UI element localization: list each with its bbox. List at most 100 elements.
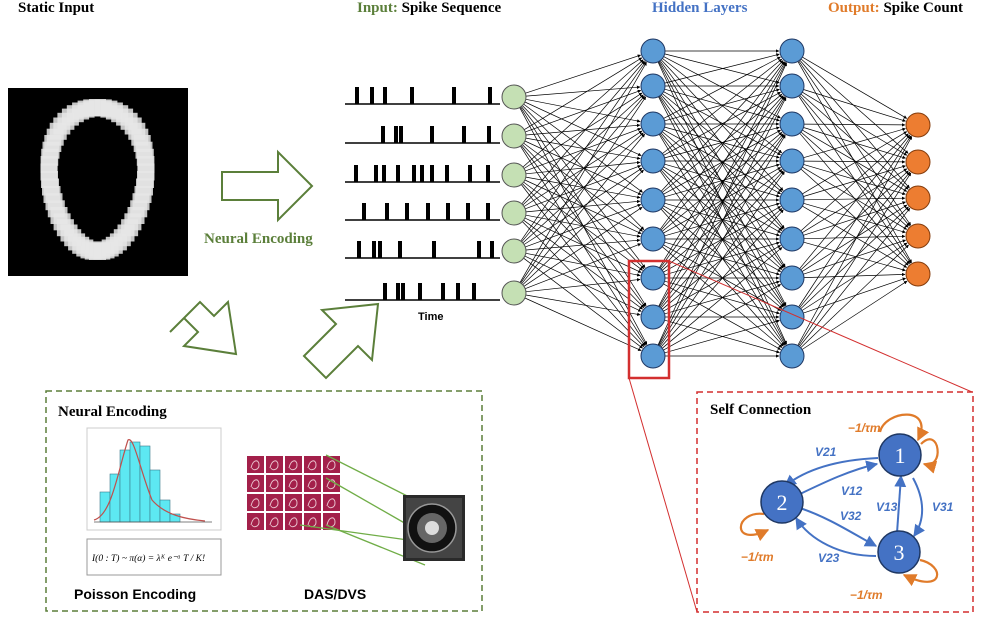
synapse	[803, 277, 907, 314]
spike	[430, 126, 434, 143]
spike	[357, 241, 361, 258]
synapse	[525, 243, 642, 290]
synapse	[802, 205, 908, 268]
synapse	[660, 95, 784, 231]
output-neuron	[905, 261, 931, 287]
synapse	[663, 284, 782, 351]
input-neuron	[501, 123, 527, 149]
input-neuron	[501, 162, 527, 188]
highlight-connector-left	[628, 377, 698, 613]
spike	[426, 203, 430, 220]
input-neuron	[501, 238, 527, 264]
weight-v13: V13	[876, 500, 898, 514]
self-node-2: 2	[760, 480, 804, 524]
dvs-sample-tile	[247, 513, 264, 530]
synapse	[797, 136, 913, 346]
synapse	[658, 134, 786, 346]
hidden-neuron-l2	[779, 111, 805, 137]
dvs-sample-glyph	[250, 498, 260, 509]
spike	[382, 165, 386, 182]
synapse	[802, 131, 908, 195]
output-header-rest: Spike Count	[879, 0, 964, 16]
spike	[490, 241, 494, 258]
dvs-sample-tile	[247, 456, 264, 473]
synapse	[662, 58, 783, 154]
spike	[486, 165, 490, 182]
self-node-3: 3	[877, 530, 921, 574]
synapse	[525, 294, 641, 316]
synapse	[803, 241, 906, 272]
synapse	[803, 123, 906, 127]
spike	[488, 87, 492, 104]
synapse	[803, 234, 906, 240]
hidden-neuron-l2	[779, 73, 805, 99]
dvs-sample-glyph	[269, 498, 279, 509]
synapse	[659, 61, 785, 230]
input-neuron	[501, 84, 527, 110]
self-node-1-label: 1	[895, 443, 906, 468]
hidden-neuron-l1	[640, 226, 666, 252]
dvs-sample-tile	[285, 494, 302, 511]
dvs-sample-glyph	[307, 460, 317, 471]
synapse	[524, 57, 643, 130]
poisson-formula-box: I(0 : T) ~ π(α) = λᴷ e⁻ᵅ T / K!	[86, 538, 222, 576]
synapse	[662, 58, 783, 154]
dvs-sample-glyph	[250, 460, 260, 471]
spike	[441, 283, 445, 300]
synapse	[803, 201, 906, 236]
highlight-box	[627, 259, 671, 380]
hidden-neuron-l2	[779, 187, 805, 213]
synapse	[802, 91, 908, 156]
hidden-neuron-l1	[640, 111, 666, 137]
synapse	[662, 93, 783, 193]
weight-v12: V12	[841, 484, 863, 498]
synapse	[660, 170, 784, 309]
synapse	[520, 61, 646, 242]
synapse	[521, 60, 645, 205]
spike	[372, 241, 376, 258]
dvs-sample-tile	[304, 475, 321, 492]
synapse	[522, 169, 644, 285]
edge-1-to-2	[784, 457, 879, 487]
weight-v31: V31	[932, 500, 954, 514]
dvs-sample-glyph	[269, 479, 279, 490]
self-connection-title: Self Connection	[710, 402, 812, 418]
synapse	[659, 96, 785, 269]
spike	[354, 165, 358, 182]
hidden-neuron-l1	[640, 73, 666, 99]
output-neuron	[905, 112, 931, 138]
static-input-label: Static Input	[18, 0, 95, 16]
hidden-neuron-l1	[640, 304, 666, 330]
synapse	[802, 129, 908, 192]
synapse	[664, 319, 780, 354]
poisson-formula: I(0 : T) ~ π(α) = λᴷ e⁻ᵅ T / K!	[91, 553, 205, 564]
synapse	[800, 58, 909, 154]
synapse	[800, 93, 909, 190]
self-loop-2	[739, 512, 770, 542]
hidden-header-label: Hidden Layers	[652, 0, 748, 16]
hidden-neuron-l2	[779, 226, 805, 252]
synapse	[801, 242, 908, 311]
dvs-sample-tile	[304, 494, 321, 511]
dvs-sample-tile	[266, 494, 283, 511]
dvs-sample-glyph	[250, 479, 260, 490]
output-neuron	[905, 185, 931, 211]
neural-encoding-box-title: Neural Encoding	[58, 404, 167, 420]
spike	[396, 165, 400, 182]
synapse	[525, 160, 641, 175]
synapse	[525, 98, 641, 123]
dvs-sample-glyph	[326, 479, 336, 490]
synapse	[520, 96, 647, 284]
dvs-sample-glyph	[250, 517, 260, 528]
dvs-sample-glyph	[269, 517, 279, 528]
synapse	[663, 91, 781, 156]
edge-3-to-1	[894, 474, 907, 534]
spike	[456, 283, 460, 300]
edge-2-to-3	[799, 507, 878, 547]
synapse	[524, 101, 642, 156]
synapse	[803, 89, 906, 122]
synapse	[802, 168, 908, 233]
synapse	[661, 131, 783, 231]
spike	[374, 165, 378, 182]
dvs-sample-tile	[285, 513, 302, 530]
